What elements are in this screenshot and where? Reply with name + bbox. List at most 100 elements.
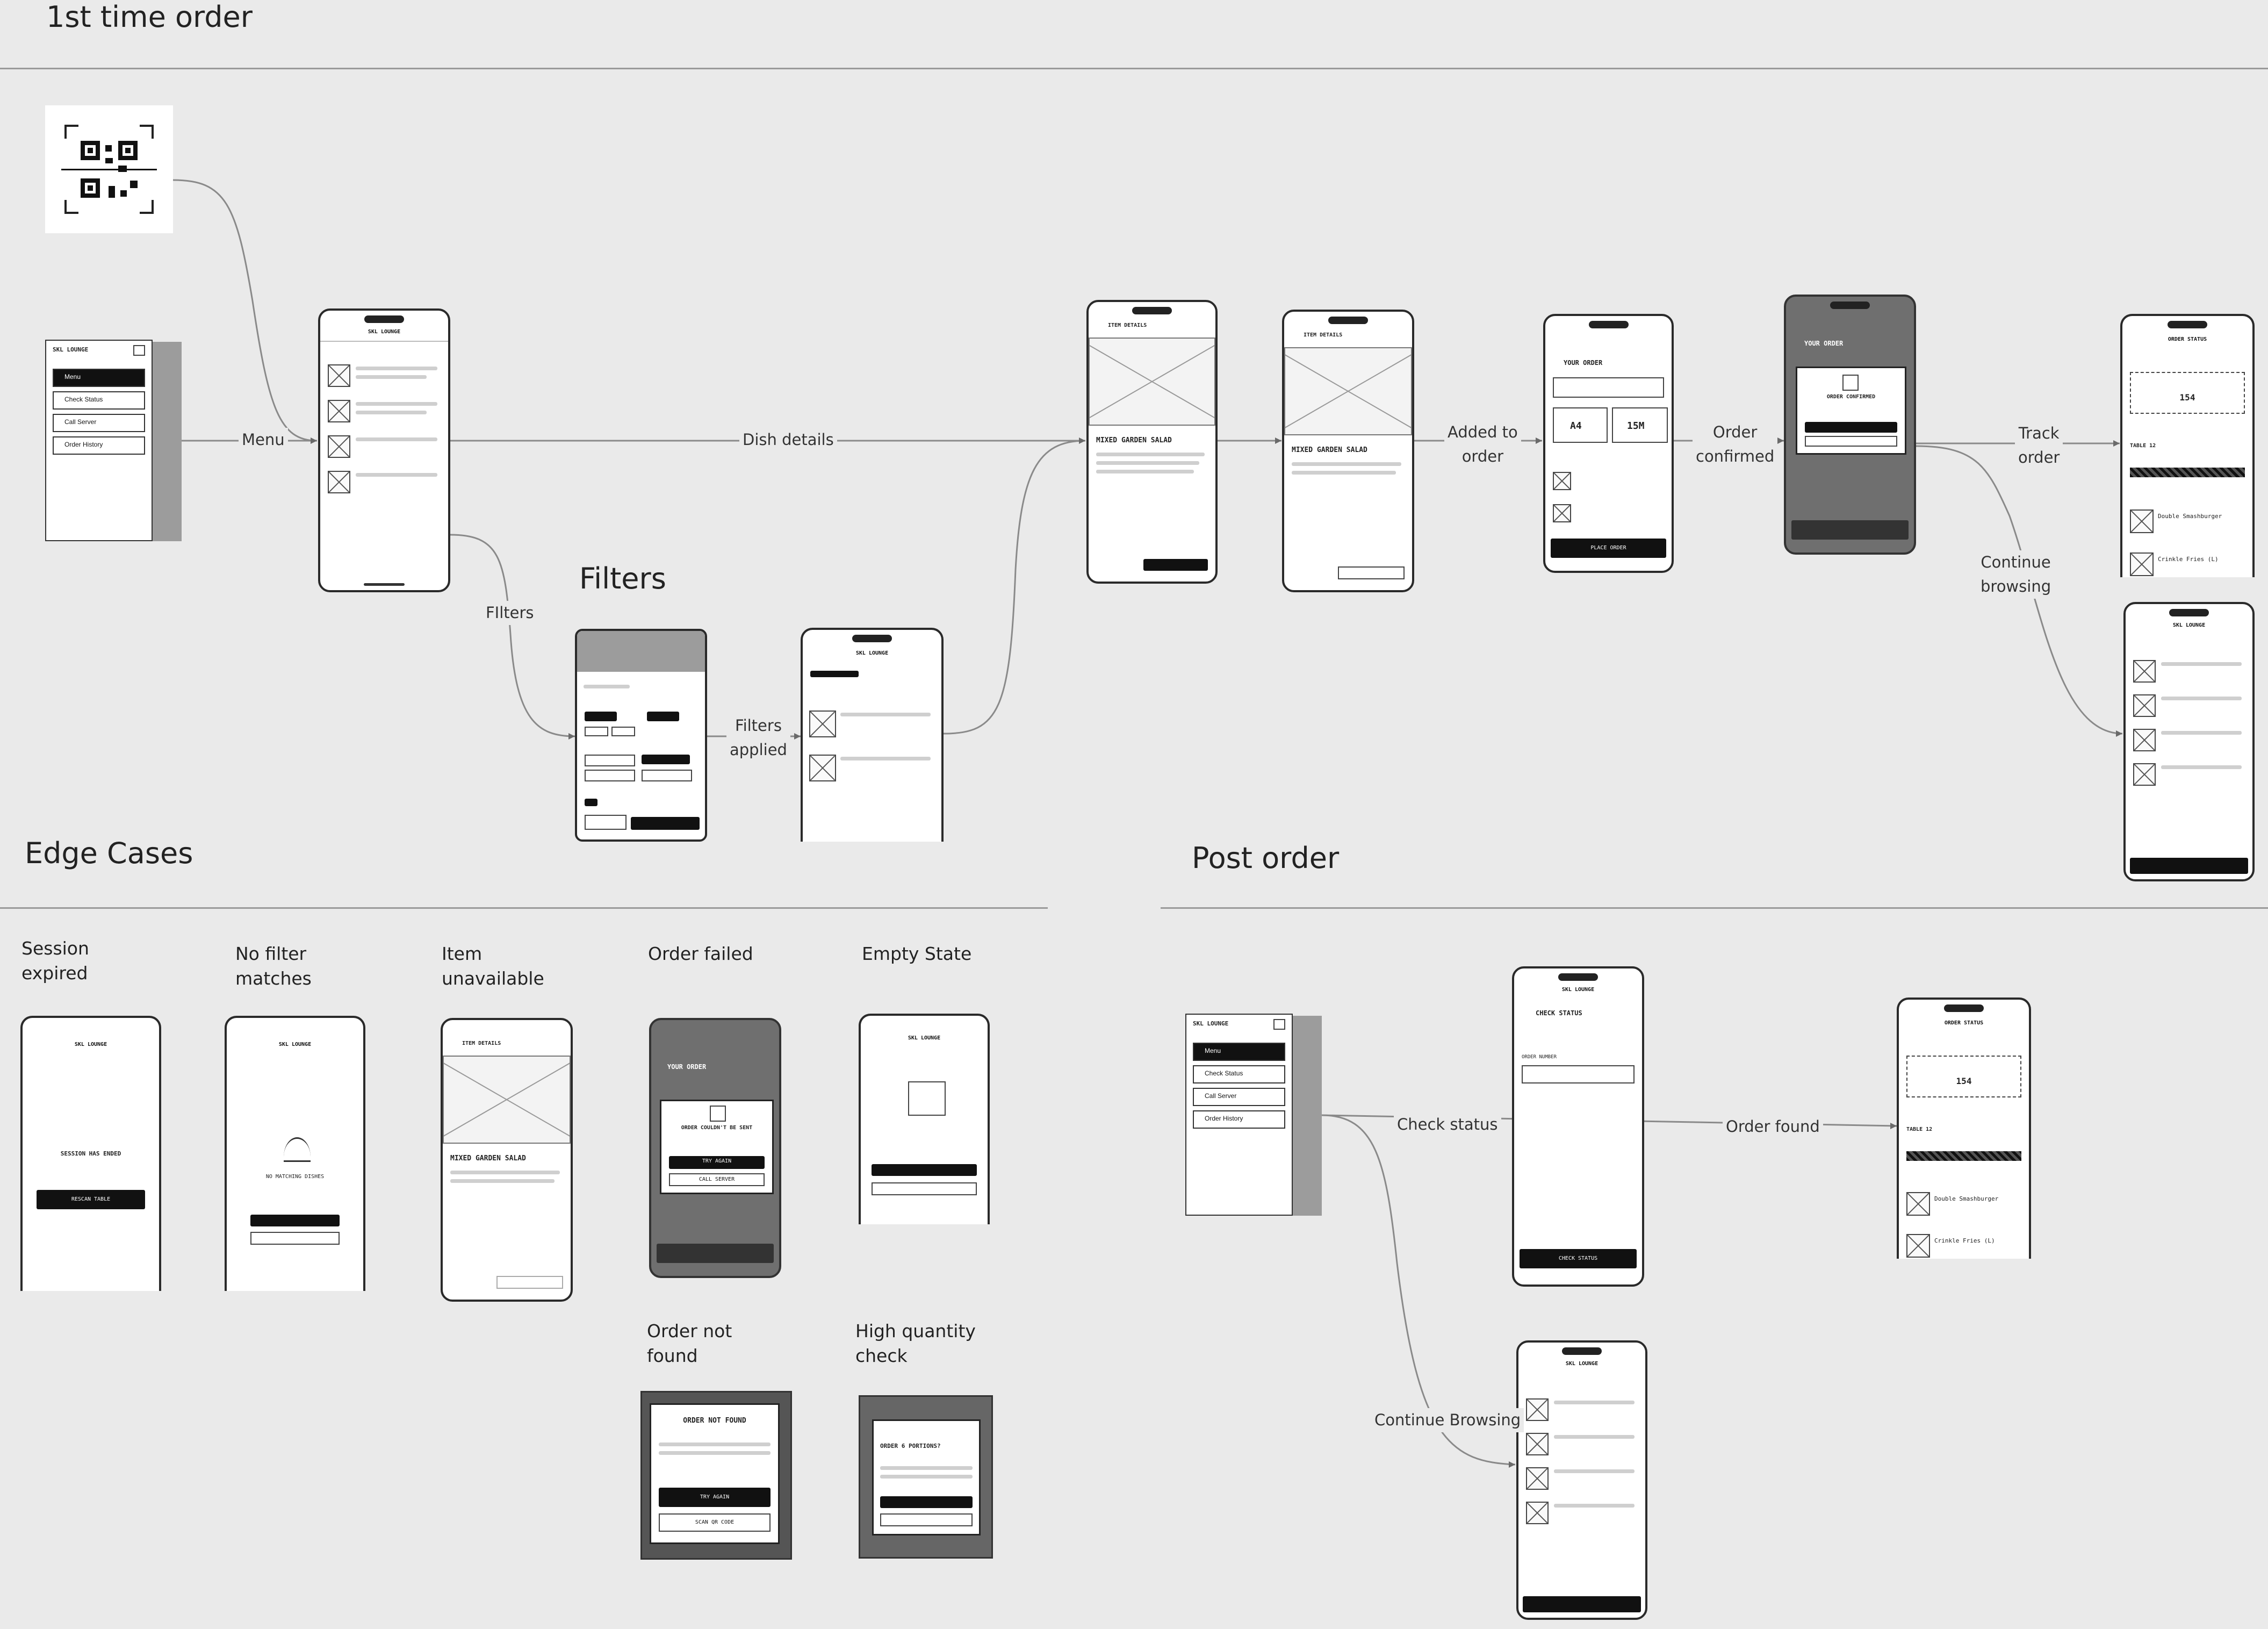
dish-thumbnail[interactable] — [328, 471, 350, 493]
your-order-title: YOUR ORDER — [667, 1063, 707, 1071]
item-details-title: ITEM DETAILS — [1108, 322, 1147, 328]
dish-description — [450, 1179, 555, 1183]
side-menu-item-call-server[interactable]: Call Server — [1193, 1088, 1285, 1106]
dish-thumbnail[interactable] — [809, 711, 836, 737]
added-to-order-button[interactable] — [1338, 566, 1405, 579]
order-status-screen-post: ORDER STATUS 154 TABLE 12 Double Smashbu… — [1897, 998, 2031, 1259]
filter-chip[interactable] — [642, 755, 690, 764]
order-number-ticket: 154 — [1906, 1056, 2021, 1097]
filter-chip[interactable] — [585, 727, 608, 736]
connector-qr-to-menu — [172, 179, 318, 442]
adjust-filters-button[interactable] — [250, 1232, 340, 1245]
add-to-order-button[interactable] — [1143, 559, 1208, 571]
dish-name: MIXED GARDEN SALAD — [1096, 436, 1172, 444]
filter-chip[interactable] — [647, 712, 679, 721]
dish-thumbnail[interactable] — [809, 755, 836, 781]
item-unavailable-screen: ITEM DETAILS MIXED GARDEN SALAD — [441, 1018, 573, 1302]
dish-thumbnail[interactable] — [2133, 729, 2156, 751]
dish-thumbnail[interactable] — [2133, 660, 2156, 683]
flow-label-added-to-order: Added to order — [1444, 420, 1521, 469]
dish-description — [1292, 471, 1396, 475]
clear-all-button[interactable] — [585, 815, 627, 830]
dish-text — [2161, 662, 2242, 666]
dish-thumbnail[interactable] — [1526, 1433, 1549, 1455]
edge-case-label-item-unavailable: Item unavailable — [442, 943, 544, 989]
track-order-button[interactable] — [1805, 436, 1897, 447]
high-quantity-heading: ORDER 6 PORTIONS? — [880, 1443, 941, 1449]
side-menu-item-menu[interactable]: Menu — [1193, 1043, 1285, 1061]
dialog-text — [880, 1475, 973, 1479]
dish-thumbnail[interactable] — [328, 400, 350, 422]
order-number-value: 154 — [1956, 1076, 1972, 1086]
dish-thumbnail[interactable] — [328, 364, 350, 387]
active-filter-chip[interactable] — [810, 671, 859, 677]
order-number-value: 154 — [2179, 392, 2195, 403]
filter-chip[interactable] — [585, 712, 617, 721]
call-attendant-button[interactable] — [872, 1182, 977, 1195]
close-icon[interactable] — [1273, 1019, 1285, 1030]
apply-filters-button[interactable] — [631, 817, 700, 830]
order-not-found-card: ORDER NOT FOUND TRY AGAIN SCAN QR CODE — [640, 1391, 792, 1560]
clear-filters-button[interactable] — [250, 1215, 340, 1226]
menu-screen: SKL LOUNGE — [318, 308, 450, 592]
dish-thumbnail[interactable] — [2133, 694, 2156, 717]
confirm-quantity-button[interactable] — [880, 1496, 973, 1508]
check-status-screen: SKL LOUNGE CHECK STATUS ORDER NUMBER CHE… — [1512, 966, 1644, 1287]
side-menu-item-check-status[interactable]: Check Status — [1193, 1065, 1285, 1083]
edit-quantity-button[interactable] — [880, 1513, 973, 1526]
edge-case-label-order-failed: Order failed — [648, 943, 753, 964]
side-menu-item-menu[interactable]: Menu — [53, 369, 145, 387]
section-title-first-time-order: 1st time order — [46, 0, 253, 34]
dish-thumbnail[interactable] — [1526, 1398, 1549, 1421]
order-in-progress-banner[interactable] — [1523, 1596, 1641, 1612]
filter-chip[interactable] — [585, 799, 597, 806]
menu-browse-screen: SKL LOUNGE — [2123, 602, 2255, 881]
side-menu-item-check-status[interactable]: Check Status — [53, 391, 145, 410]
order-in-progress-banner[interactable] — [2130, 858, 2248, 874]
dish-thumbnail[interactable] — [2133, 763, 2156, 786]
check-status-title: CHECK STATUS — [1536, 1009, 1582, 1017]
edge-case-label-empty-state: Empty State — [862, 943, 972, 964]
session-expired-screen: SKL LOUNGE SESSION HAS ENDED RESCAN TABL… — [20, 1016, 161, 1291]
table-number: A4 — [1570, 420, 1582, 432]
menu-screen-title: SKL LOUNGE — [1565, 1361, 1599, 1367]
dialog-text — [880, 1466, 973, 1470]
side-menu-item-order-history[interactable]: Order History — [53, 436, 145, 455]
filter-chip[interactable] — [585, 755, 635, 766]
side-menu-item-call-server[interactable]: Call Server — [53, 414, 145, 432]
section-divider — [0, 68, 2268, 69]
filter-heading — [584, 685, 630, 688]
continue-browsing-button[interactable] — [1805, 422, 1897, 433]
dish-thumbnail[interactable] — [1526, 1502, 1549, 1524]
filter-chip[interactable] — [611, 727, 635, 736]
section-title-post-order: Post order — [1192, 841, 1340, 875]
your-order-title: YOUR ORDER — [1804, 340, 1844, 347]
dish-description — [1096, 470, 1194, 473]
flow-label-order-confirmed: Order confirmed — [1693, 420, 1778, 469]
side-menu-item-order-history[interactable]: Order History — [1193, 1110, 1285, 1129]
order-number-label: ORDER NUMBER — [1522, 1054, 1557, 1060]
refresh-menu-button[interactable] — [872, 1164, 977, 1176]
check-status-button[interactable]: CHECK STATUS — [1520, 1249, 1637, 1268]
no-matching-heading: NO MATCHING DISHES — [265, 1174, 325, 1180]
status-progress-bar — [2130, 468, 2245, 477]
scan-qr-code-button[interactable]: SCAN QR CODE — [659, 1513, 771, 1532]
dish-text — [356, 411, 427, 414]
filter-chip[interactable] — [642, 770, 692, 781]
checkmark-icon — [1842, 375, 1859, 391]
dish-text — [2161, 731, 2242, 735]
call-server-button[interactable]: CALL SERVER — [669, 1173, 765, 1186]
dish-thumbnail[interactable] — [1526, 1467, 1549, 1490]
close-icon[interactable] — [133, 345, 145, 356]
confirmation-dialog: ORDER CONFIRMED — [1796, 367, 1906, 455]
dialog-text — [659, 1443, 771, 1446]
dish-thumbnail[interactable] — [328, 435, 350, 458]
try-again-button[interactable]: TRY AGAIN — [669, 1156, 765, 1169]
place-order-button[interactable]: PLACE ORDER — [1551, 539, 1666, 558]
order-number-input[interactable] — [1522, 1065, 1635, 1083]
rescan-table-button[interactable]: RESCAN TABLE — [37, 1190, 145, 1209]
filter-chip[interactable] — [585, 770, 635, 781]
dish-text — [840, 757, 931, 760]
table-label: TABLE 12 — [1906, 1126, 1933, 1132]
try-again-button[interactable]: TRY AGAIN — [659, 1488, 771, 1507]
